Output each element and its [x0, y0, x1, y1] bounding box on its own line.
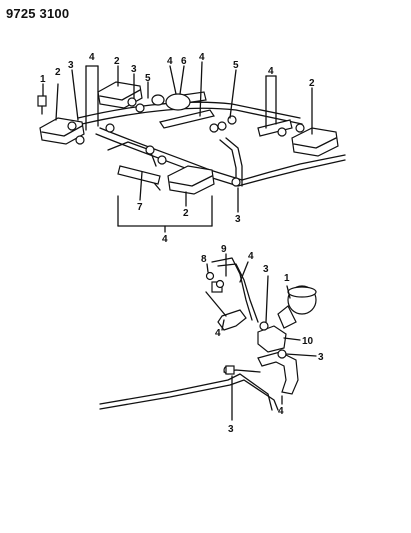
- callout-label: 4: [167, 56, 173, 67]
- callout-label: 2: [183, 208, 189, 219]
- callout-label: 4: [89, 52, 95, 63]
- callout-label: 3: [263, 264, 269, 275]
- callout-label: 5: [233, 60, 239, 71]
- top-assembly: 1 2 3 4 2 3 5 4 6 4 5 4 2 7 2 3 4: [37, 52, 346, 245]
- callout-label: 3: [318, 352, 324, 363]
- callout-label: 5: [145, 73, 151, 84]
- callout-label: 4: [248, 251, 254, 262]
- callout-label: 1: [40, 74, 46, 85]
- callout-label: 3: [228, 424, 234, 435]
- callout-label: 2: [309, 78, 315, 89]
- bottom-assembly: 9 8 4 3 1 4 10 3 3 4: [99, 244, 324, 435]
- callout-label: 7: [137, 202, 143, 213]
- callout-label: 10: [302, 336, 314, 347]
- diagram-code: 9725 3100: [6, 6, 70, 21]
- callout-label: 4: [278, 406, 284, 417]
- callout-label: 4: [215, 328, 221, 339]
- callout-label: 6: [181, 56, 187, 67]
- callout-label: 4: [162, 234, 168, 245]
- callout-label: 8: [201, 254, 207, 265]
- callout-label: 4: [268, 66, 274, 77]
- callout-label: 2: [55, 67, 61, 78]
- callout-label: 2: [114, 56, 120, 67]
- callout-label: 3: [131, 64, 137, 75]
- callout-label: 4: [199, 52, 205, 63]
- callout-label: 9: [221, 244, 227, 255]
- callout-label: 3: [68, 60, 74, 71]
- callout-label: 1: [284, 273, 290, 284]
- callout-label: 3: [235, 214, 241, 225]
